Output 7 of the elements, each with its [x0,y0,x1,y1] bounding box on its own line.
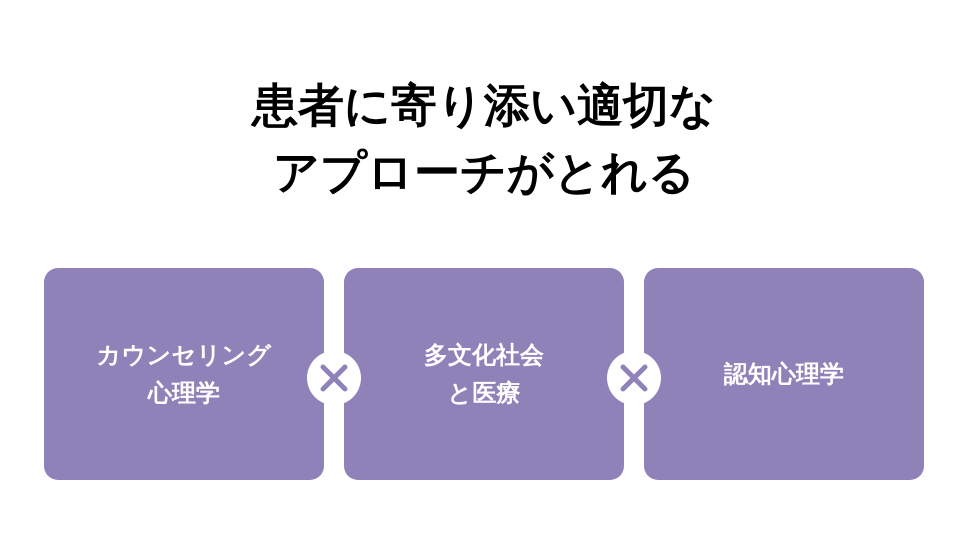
card-label: 多文化社会と医療 [423,340,545,409]
title: 患者に寄り添い適切なアプローチがとれる [250,77,717,201]
category-card [644,268,924,480]
card-label: 認知心理学 [722,358,845,390]
category-card [344,268,624,480]
category-card [44,268,324,480]
card-label: カウンセリング心理学 [96,340,272,409]
